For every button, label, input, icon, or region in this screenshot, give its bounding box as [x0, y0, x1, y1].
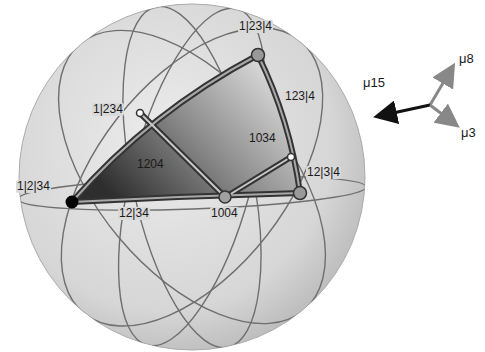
- vertex-label: 1204: [136, 158, 165, 171]
- vertex-label: 12|3|4: [306, 166, 341, 179]
- vertex-label: 1|234: [92, 103, 124, 116]
- axis-label: μ3: [460, 126, 477, 139]
- vertex-label: 1034: [248, 132, 277, 145]
- vertex-label: 123|4: [284, 90, 316, 103]
- simplex-edges: [72, 55, 300, 202]
- vertex-label: 12|34: [118, 207, 150, 220]
- vertex-label: 1004: [210, 207, 239, 220]
- vertex-label: 1|23|4: [238, 20, 273, 33]
- simplex-region: [72, 55, 300, 202]
- great-circles: [7, 0, 376, 352]
- vertex-label: 1|2|34: [16, 180, 51, 193]
- axis-label: μ15: [362, 76, 386, 89]
- axis-label: μ8: [458, 52, 475, 65]
- axes: [379, 68, 455, 124]
